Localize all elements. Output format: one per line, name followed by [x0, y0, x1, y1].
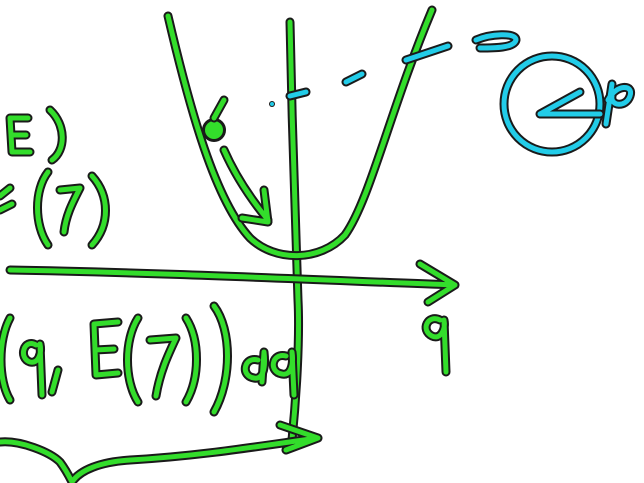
left-paren-seven — [0, 167, 110, 250]
cyan-ink-layer — [269, 30, 635, 157]
parabola-curve — [163, 5, 437, 261]
bottom-brace — [0, 420, 323, 483]
dashed-trajectory — [269, 30, 521, 107]
phi-angle-label — [601, 79, 635, 129]
motion-arrow — [219, 145, 273, 227]
horizontal-axis — [5, 259, 460, 307]
q-axis-label — [421, 314, 451, 377]
integral-expression — [0, 301, 299, 417]
circle-with-radius-icon — [499, 51, 605, 157]
ball-dot-icon — [202, 95, 229, 142]
green-ink-layer — [0, 5, 460, 483]
left-E-fragment — [5, 105, 67, 165]
